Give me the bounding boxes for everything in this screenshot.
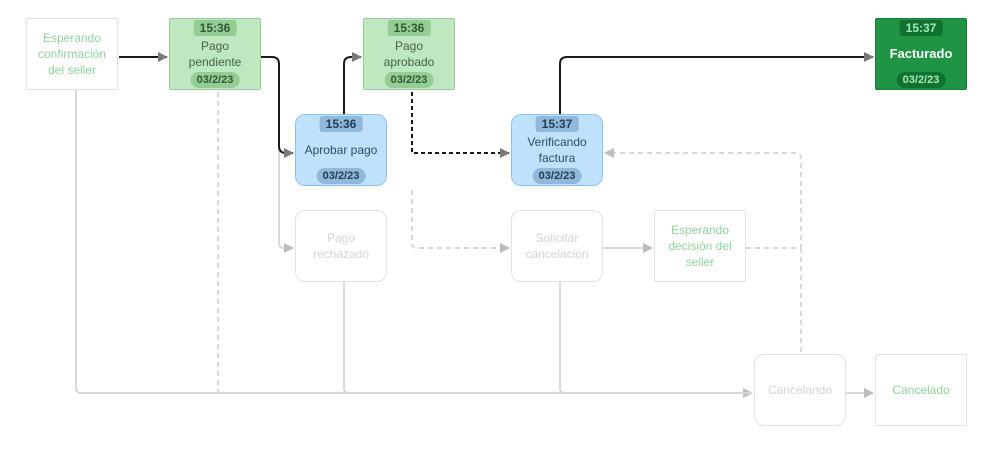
node-solicitar-cancelacion[interactable]: Solicitar cancelación <box>511 210 603 282</box>
node-pago-aprobado[interactable]: 15:36 Pago aprobado 03/2/23 <box>363 18 455 90</box>
date-badge: 03/2/23 <box>316 168 366 184</box>
node-label: Solicitar cancelación <box>525 231 589 261</box>
node-label: Esperando confirmación del seller <box>37 31 107 77</box>
time-badge: 15:37 <box>899 20 943 36</box>
edge-confirmacion-to-cancelando <box>75 90 753 398</box>
edge-aprobado-to-solicitar <box>411 190 510 253</box>
node-label: Esperando decisión del seller <box>668 223 732 269</box>
edge-esperando-to-verificando <box>604 148 802 249</box>
edge-rechazado-to-cancelando <box>343 282 752 394</box>
edge-pendiente-to-aprobar <box>261 56 294 158</box>
edge-aprobar-to-aprobado <box>343 52 362 114</box>
node-aprobar-pago[interactable]: 15:36 Aprobar pago 03/2/23 <box>295 114 387 186</box>
time-badge: 15:36 <box>193 20 237 36</box>
edge-solicitar-to-cancelando <box>559 282 752 394</box>
time-badge: 15:37 <box>535 116 579 132</box>
date-badge: 03/2/23 <box>896 72 946 88</box>
edge-verificando-to-facturado <box>559 52 874 114</box>
node-esperando-confirmacion[interactable]: Esperando confirmación del seller <box>26 18 118 90</box>
date-badge: 03/2/23 <box>190 72 240 88</box>
node-label: Pago rechazado <box>312 231 370 261</box>
node-label: Facturado <box>889 46 953 61</box>
date-badge: 03/2/23 <box>532 168 582 184</box>
node-esperando-decision[interactable]: Esperando decisión del seller <box>654 210 746 282</box>
node-label: Pago aprobado <box>383 39 435 69</box>
edge-aprobar-to-rechazado <box>278 90 294 253</box>
node-pago-pendiente[interactable]: 15:36 Pago pendiente 03/2/23 <box>169 18 261 90</box>
node-facturado[interactable]: 15:37 Facturado 03/2/23 <box>875 18 967 90</box>
edge-aprobado-to-verificando <box>411 92 510 158</box>
node-label: Cancelando <box>767 383 833 397</box>
node-pago-rechazado[interactable]: Pago rechazado <box>295 210 387 282</box>
date-badge: 03/2/23 <box>384 72 434 88</box>
node-cancelado[interactable]: Cancelado <box>875 354 967 426</box>
node-label: Pago pendiente <box>188 39 242 69</box>
node-label: Aprobar pago <box>304 143 378 157</box>
time-badge: 15:36 <box>387 20 431 36</box>
node-label: Cancelado <box>892 383 950 397</box>
node-cancelando[interactable]: Cancelando <box>754 354 846 426</box>
node-label: Verificando factura <box>527 135 587 165</box>
node-verificando-factura[interactable]: 15:37 Verificando factura 03/2/23 <box>511 114 603 186</box>
time-badge: 15:36 <box>319 116 363 132</box>
